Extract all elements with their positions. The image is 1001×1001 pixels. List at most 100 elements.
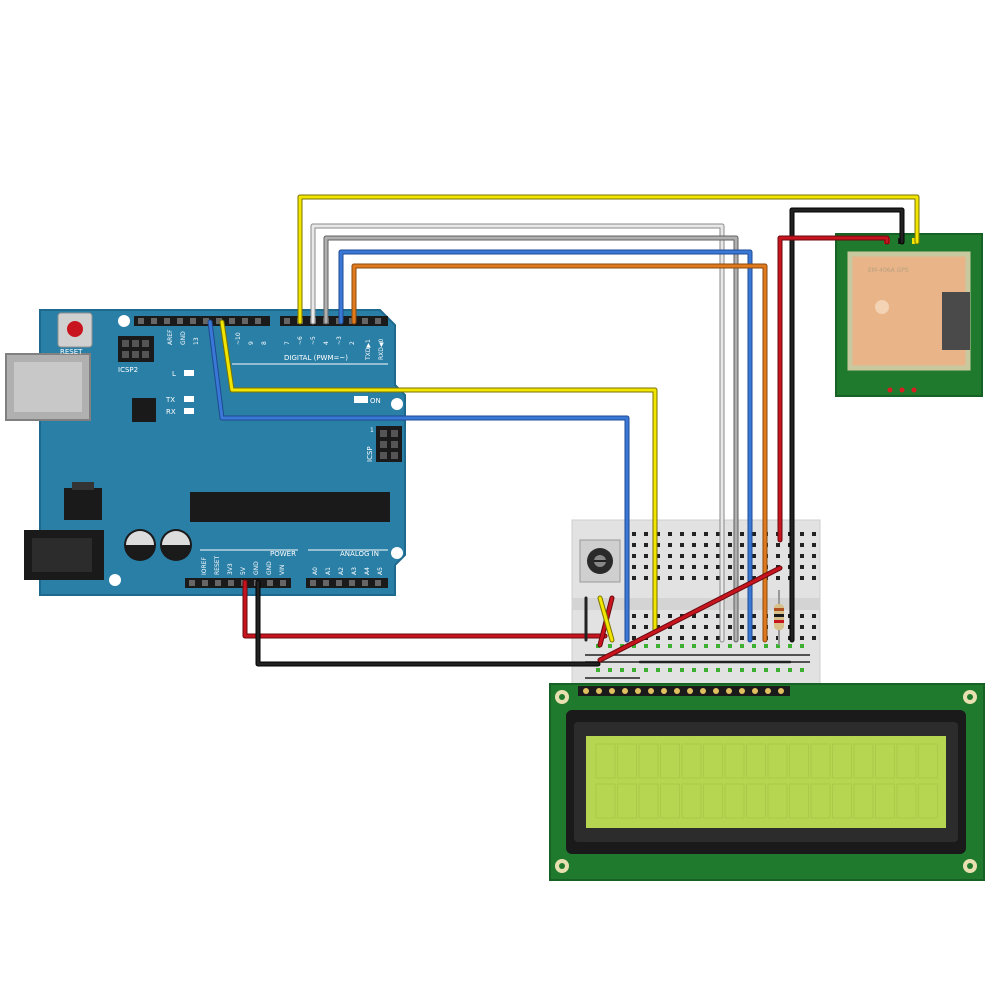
lcd-character-cell (789, 743, 809, 779)
mounting-hole (118, 315, 130, 327)
aref-label: AREF (167, 329, 174, 345)
breadboard-hole (692, 543, 696, 547)
breadboard-hole (776, 554, 780, 558)
breadboard-hole (656, 532, 660, 536)
gps-pad (899, 387, 905, 393)
breadboard-hole (644, 576, 648, 580)
breadboard-channel (572, 598, 820, 610)
breadboard-hole (716, 636, 720, 640)
wires (207, 194, 920, 667)
pin-13-label: 13 (193, 337, 200, 345)
mounting-hole-center (967, 863, 973, 869)
wire-yellow-lcd (220, 320, 657, 632)
digital-label: DIGITAL (PWM=~) (284, 354, 348, 362)
breadboard-hole (740, 543, 744, 547)
breadboard-hole (704, 554, 708, 558)
lcd-header-pin (648, 688, 654, 694)
lcd-character-cell (617, 743, 637, 779)
lcd-character-cell (767, 783, 788, 819)
atmega-chip (190, 492, 390, 522)
power-header (185, 578, 291, 588)
breadboard-hole (812, 554, 816, 558)
breadboard-hole (728, 644, 732, 648)
digital-header-left (134, 316, 270, 326)
breadboard-hole (776, 576, 780, 580)
breadboard-hole (668, 554, 672, 558)
wire-yellow-gps (298, 195, 919, 324)
breadboard-hole (800, 576, 804, 580)
breadboard-hole (716, 576, 720, 580)
mounting-hole-center (967, 694, 973, 700)
breadboard-hole (692, 565, 696, 569)
breadboard-hole (608, 644, 612, 648)
breadboard-hole (668, 576, 672, 580)
breadboard-hole (752, 644, 756, 648)
analog-header (306, 578, 388, 588)
breadboard-hole (740, 565, 744, 569)
breadboard-hole (716, 532, 720, 536)
lcd-character-cell (789, 783, 809, 819)
breadboard-hole (680, 644, 684, 648)
breadboard-hole (632, 554, 636, 558)
breadboard-hole (632, 576, 636, 580)
breadboard-hole (680, 554, 684, 558)
potentiometer[interactable] (579, 539, 621, 583)
pin-2-label: 2 (349, 341, 356, 345)
lcd-character-cell (853, 783, 874, 819)
breadboard-hole (596, 668, 600, 672)
breadboard-hole (680, 636, 684, 640)
lcd-module (549, 683, 985, 881)
breadboard-hole (632, 614, 636, 618)
lcd-character-cell (918, 783, 938, 819)
on-label: ON (370, 397, 381, 405)
gps-module: EM-406A GPS (835, 233, 983, 397)
on-led (354, 396, 368, 403)
l-led (184, 370, 194, 376)
breadboard-hole (812, 565, 816, 569)
breadboard-hole (716, 543, 720, 547)
resistor-band (774, 608, 784, 611)
breadboard-hole (632, 636, 636, 640)
pin-10-label: ~10 (235, 332, 242, 345)
arduino-board: RESET ICSP2 L TX RX ON (5, 309, 406, 596)
lcd-character-cell (875, 743, 895, 779)
breadboard-hole (812, 614, 816, 618)
breadboard-hole (740, 614, 744, 618)
breadboard-hole (692, 636, 696, 640)
resistor (774, 590, 784, 645)
lcd-character-cell (875, 783, 895, 819)
breadboard-hole (716, 644, 720, 648)
breadboard-hole (728, 554, 732, 558)
ioref-label: IOREF (201, 557, 208, 575)
breadboard-hole (704, 565, 708, 569)
resistor-band (774, 620, 784, 623)
lcd-character-cell (832, 783, 852, 819)
a3-label: A3 (351, 567, 358, 575)
breadboard-hole (680, 543, 684, 547)
breadboard-hole (812, 636, 816, 640)
gps-antenna-dot (875, 300, 889, 314)
pin-7-label: 7 (284, 341, 291, 345)
wire-blue-lcd (339, 250, 752, 642)
lcd-header-pin (661, 688, 667, 694)
wire-red-gps (778, 236, 889, 542)
lcd-character-cell (595, 743, 616, 779)
breadboard-hole (692, 625, 696, 629)
breadboard-hole (656, 636, 660, 640)
power-label: POWER (270, 550, 296, 558)
reset-button-cap[interactable] (67, 321, 83, 337)
breadboard-hole (728, 625, 732, 629)
voltage-regulator (64, 488, 102, 520)
breadboard-hole (644, 554, 648, 558)
power-jack-inner (32, 538, 92, 572)
breadboard-hole (728, 636, 732, 640)
pin-6-label: ~6 (297, 336, 304, 345)
lcd-character-cell (746, 743, 766, 779)
breadboard-hole (704, 625, 708, 629)
mounting-hole (391, 547, 403, 559)
lcd-character-cell (724, 743, 745, 779)
lcd-header-pin (687, 688, 693, 694)
gnd-label: GND (180, 331, 187, 345)
breadboard-hole (800, 565, 804, 569)
